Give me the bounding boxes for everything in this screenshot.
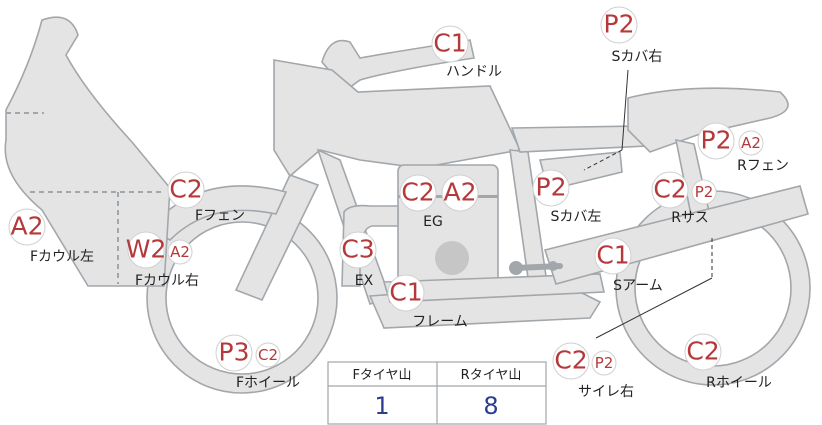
leader-side-cover-r	[621, 69, 629, 151]
code-bubble-exhaust-0	[339, 231, 377, 269]
damage-code-engine-0: C2	[401, 178, 434, 207]
damage-code-rear-fender-1: A2	[741, 134, 761, 152]
code-bubble-side-cover-r-0	[600, 6, 638, 44]
code-bubble-frame-0	[387, 274, 425, 312]
code-bubble-swing-arm-0	[594, 237, 632, 275]
leader-side-cover-r-2	[583, 149, 623, 171]
part-label-rear-fender: Rフェン	[737, 158, 789, 174]
part-label-side-cover-l: Sカバ左	[551, 209, 602, 225]
part-label-rear-wheel: Rホイール	[706, 375, 772, 391]
damage-code-rear-fender-0: P2	[701, 126, 732, 155]
code-bubble-silencer-r-1	[591, 350, 617, 376]
code-bubble-engine-0	[399, 174, 437, 212]
damage-code-side-cover-r-0: P2	[604, 10, 635, 39]
damage-code-cowl-right-0: W2	[126, 235, 167, 264]
tread-table-value-front: 1	[374, 392, 389, 420]
front-fork	[234, 174, 320, 302]
damage-code-swing-arm-0: C1	[596, 241, 629, 270]
code-bubble-rear-wheel-0	[684, 333, 722, 371]
leader-silencer-2	[595, 277, 713, 339]
part-label-silencer-r: サイレ右	[578, 384, 634, 400]
damage-code-rear-susp-0: C2	[653, 175, 686, 204]
code-bubble-silencer-r-0	[552, 342, 590, 380]
tread-table: Fタイヤ山 Rタイヤ山 1 8	[327, 361, 547, 425]
damage-code-silencer-r-0: C2	[554, 346, 587, 375]
part-label-frame: フレーム	[412, 314, 468, 330]
damage-code-cowl-left-0: A2	[10, 212, 43, 241]
code-bubble-rear-susp-0	[651, 171, 689, 209]
part-label-cowl-left: Fカウル左	[30, 249, 94, 265]
damage-code-exhaust-0: C3	[341, 235, 374, 264]
code-bubble-front-wheel-1	[255, 342, 281, 368]
code-bubble-side-cover-l-0	[532, 169, 570, 207]
code-bubble-rear-susp-1	[691, 179, 717, 205]
part-label-engine: EG	[423, 214, 443, 230]
part-label-front-wheel: Fホイール	[236, 375, 300, 391]
damage-code-front-wheel-0: P3	[219, 338, 250, 367]
part-label-cowl-right: Fカウル右	[135, 273, 199, 289]
damage-code-side-cover-l-0: P2	[536, 173, 567, 202]
part-label-exhaust: EX	[355, 273, 374, 289]
part-label-swing-arm: Sアーム	[613, 278, 663, 294]
damage-code-silencer-r-1: P2	[595, 354, 614, 372]
damage-code-frame-0: C1	[389, 278, 422, 307]
chain-adjuster-end	[509, 261, 523, 275]
code-bubble-front-wheel-0	[215, 334, 253, 372]
tail-shape	[627, 87, 789, 153]
front-cowl-shape	[4, 16, 171, 287]
damage-code-front-wheel-1: C2	[258, 346, 278, 364]
part-label-handle: ハンドル	[446, 64, 502, 80]
part-label-rear-susp: Rサス	[671, 210, 708, 226]
damage-code-engine-1: A2	[443, 178, 476, 207]
code-bubble-front-fender-0	[167, 171, 205, 209]
damage-code-front-fender-0: C2	[169, 175, 202, 204]
code-bubble-cowl-right-1	[167, 239, 193, 265]
damage-code-rear-wheel-0: C2	[686, 337, 719, 366]
damage-code-rear-susp-1: P2	[695, 183, 714, 201]
tread-table-header-front: Fタイヤ山	[352, 368, 411, 383]
tread-table-value-rear: 8	[483, 392, 498, 420]
code-bubble-engine-1	[441, 174, 479, 212]
damage-code-handle-0: C1	[433, 29, 466, 58]
chain-adjuster-end-2	[548, 261, 558, 271]
code-bubble-rear-fender-0	[697, 122, 735, 160]
damage-code-cowl-right-1: A2	[170, 243, 190, 261]
part-label-side-cover-r: Sカバ右	[612, 49, 663, 65]
part-label-front-fender: Fフェン	[195, 208, 245, 224]
code-bubble-cowl-left-0	[8, 208, 46, 246]
code-bubble-rear-fender-1	[738, 130, 764, 156]
engine-cover	[435, 241, 469, 275]
code-bubble-cowl-right-0	[127, 231, 165, 269]
code-bubble-handle-0	[431, 25, 469, 63]
tread-table-header-rear: Rタイヤ山	[461, 368, 522, 383]
